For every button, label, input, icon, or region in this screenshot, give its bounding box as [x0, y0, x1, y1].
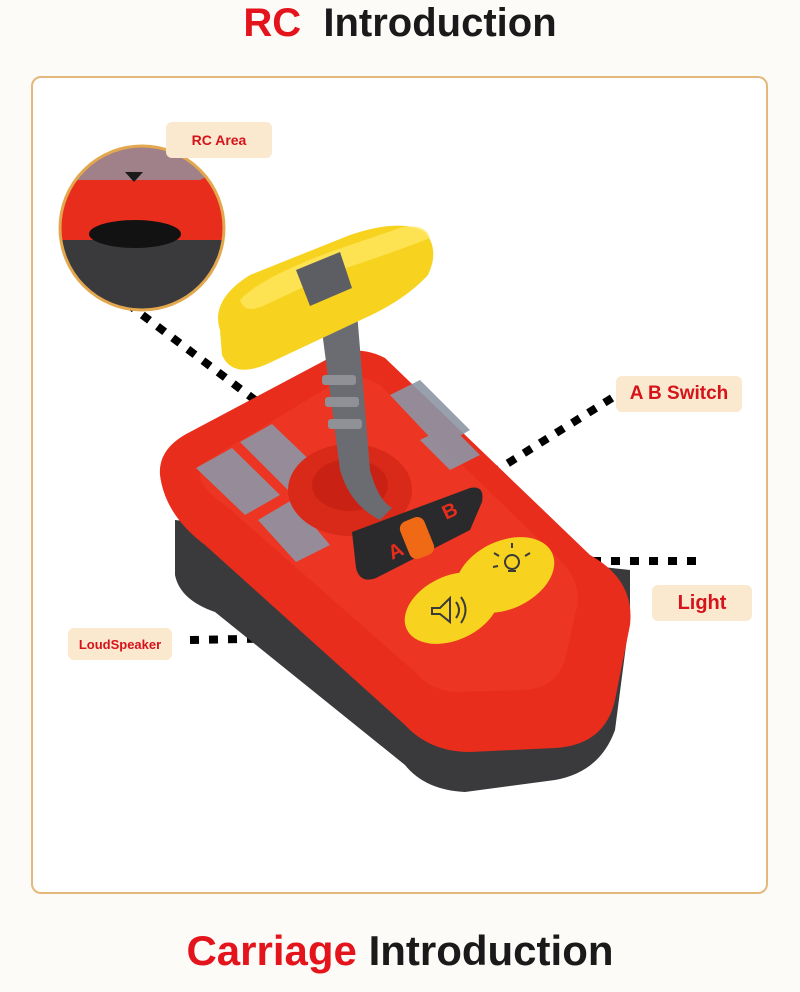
page-title: RC Introduction: [0, 0, 800, 48]
joystick-lever[interactable]: [218, 225, 434, 520]
ab-switch-label: A B Switch: [616, 376, 742, 412]
title-accent: RC: [243, 1, 302, 45]
light-bulb-icon: [492, 543, 531, 572]
ir-sensor-window: [89, 220, 181, 248]
remote-body: [159, 350, 631, 792]
light-label: Light: [652, 585, 752, 621]
rc-area-zoom: [58, 144, 226, 312]
loudspeaker-label: LoudSpeaker: [68, 628, 172, 660]
yellow-knob[interactable]: [218, 225, 434, 370]
loudspeaker-icon: [431, 595, 467, 625]
section-heading: Carriage Introduction: [0, 924, 800, 978]
loudspeaker-button[interactable]: [393, 558, 511, 658]
switch-slider[interactable]: [397, 515, 436, 562]
ab-switch[interactable]: A B: [352, 487, 483, 580]
section-accent: Carriage: [186, 927, 357, 974]
title-rest: Introduction: [323, 1, 557, 45]
rc-area-label: RC Area: [166, 122, 272, 158]
section-rest: Introduction: [368, 927, 614, 974]
